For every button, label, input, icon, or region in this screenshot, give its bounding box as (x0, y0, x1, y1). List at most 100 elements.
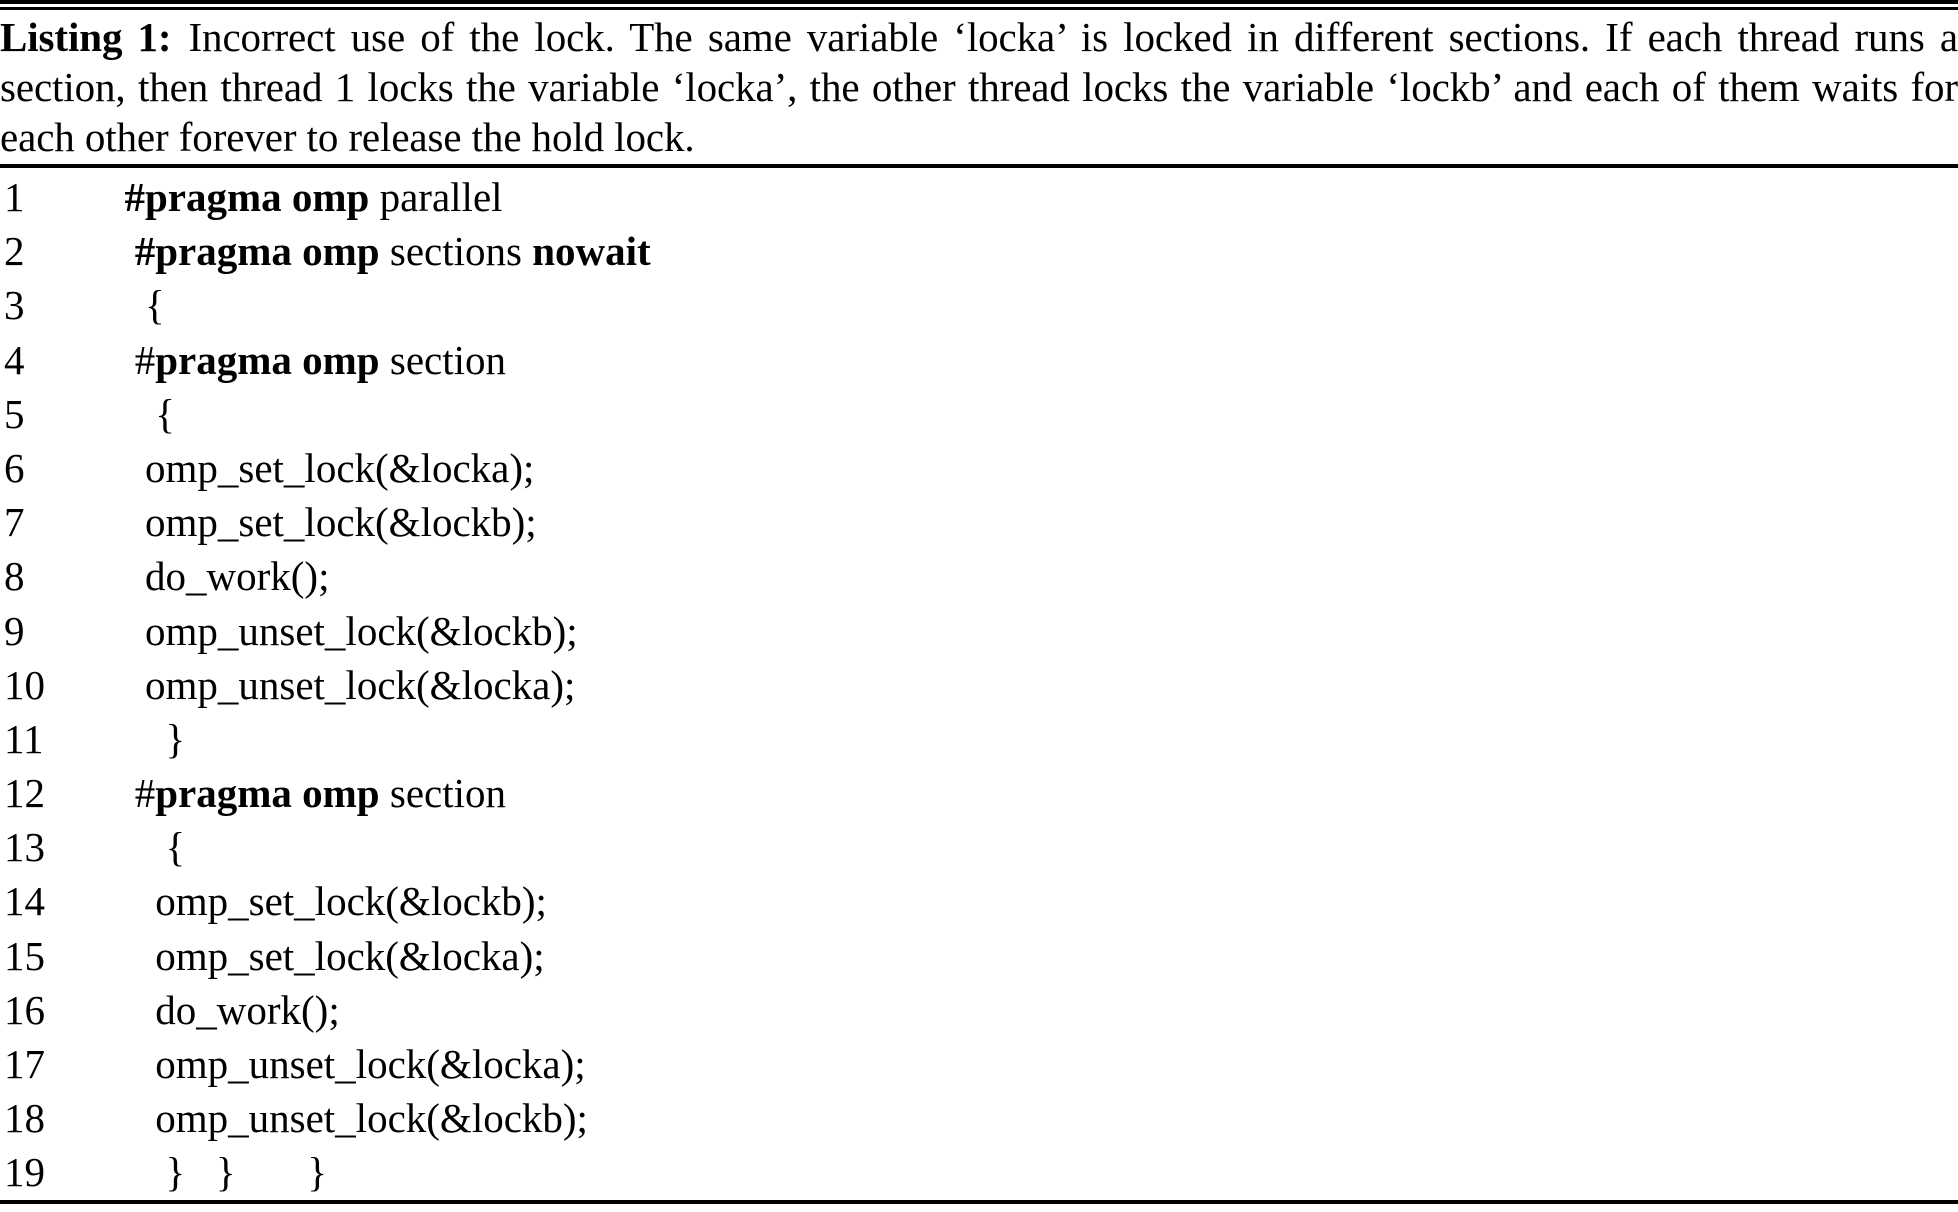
code-line: 9 omp_unset_lock(&lockb); (0, 604, 1958, 658)
bottom-rule (0, 1200, 1958, 1204)
code-line-text: omp_unset_lock(&lockb); (104, 1091, 588, 1145)
code-line-text: do_work(); (104, 983, 340, 1037)
code-token: omp_set_lock(&lockb); (145, 499, 537, 546)
code-line-number: 1 (4, 174, 25, 220)
code-line-text: omp_unset_lock(&lockb); (104, 604, 578, 658)
code-token: parallel (369, 174, 503, 220)
code-token: } (165, 715, 186, 762)
code-line: 16 do_work(); (0, 983, 1958, 1037)
code-line-text: omp_set_lock(&lockb); (104, 495, 537, 549)
code-line-number: 10 (4, 661, 45, 708)
code-line-text: { (104, 278, 165, 332)
code-line-number: 11 (4, 715, 44, 762)
code-line-text: { (104, 820, 186, 874)
code-line: 5 { (0, 387, 1958, 441)
code-keyword: #pragma omp (134, 228, 380, 275)
code-indent (104, 337, 135, 383)
code-line-number: 16 (4, 986, 45, 1033)
listing-label: Listing 1: (0, 14, 172, 60)
code-token: # (134, 336, 156, 383)
code-line: 3 { (0, 278, 1958, 332)
code-token: omp_unset_lock(&lockb); (155, 1095, 588, 1142)
code-line-text: #pragma omp parallel (104, 170, 503, 224)
code-line-number: 6 (4, 444, 25, 491)
top-rule-thin (0, 7, 1958, 10)
code-indent (104, 987, 155, 1033)
code-line-text: omp_set_lock(&locka); (104, 929, 545, 983)
code-indent (104, 662, 145, 708)
code-line: 1 #pragma omp parallel (0, 170, 1958, 224)
code-indent (104, 445, 145, 491)
code-token: section (379, 770, 506, 817)
code-token: omp_set_lock(&locka); (155, 932, 545, 979)
code-line: 8 do_work(); (0, 549, 1958, 603)
code-line: 13 { (0, 820, 1958, 874)
top-rule-thick (0, 0, 1958, 4)
code-line: 2 #pragma omp sections nowait (0, 224, 1958, 278)
code-indent (104, 1149, 166, 1195)
code-keyword: pragma omp (155, 336, 380, 383)
code-line: 10 omp_unset_lock(&locka); (0, 658, 1958, 712)
code-line: 4 #pragma omp section (0, 333, 1958, 387)
code-token: omp_set_lock(&lockb); (155, 878, 547, 925)
code-token: { (165, 824, 186, 871)
code-indent (104, 282, 145, 328)
code-token: sections (379, 228, 533, 275)
code-line-text: omp_set_lock(&lockb); (104, 874, 547, 928)
code-line-number: 13 (4, 824, 45, 871)
code-indent (104, 608, 145, 654)
code-line: 6 omp_set_lock(&locka); (0, 441, 1958, 495)
code-line-number: 15 (4, 932, 45, 979)
code-line-text: #pragma omp section (104, 333, 506, 387)
code-line: 17 omp_unset_lock(&locka); (0, 1037, 1958, 1091)
code-line-text: #pragma omp sections nowait (104, 224, 651, 278)
code-indent (104, 553, 145, 599)
code-line-number: 2 (4, 228, 25, 275)
code-line-text: omp_set_lock(&locka); (104, 441, 534, 495)
code-token: omp_set_lock(&locka); (145, 444, 535, 491)
code-line: 12 #pragma omp section (0, 766, 1958, 820)
code-keyword: pragma omp (155, 770, 380, 817)
code-line-number: 7 (4, 499, 25, 546)
code-indent (104, 499, 145, 545)
code-indent (104, 824, 166, 870)
code-token: do_work(); (155, 986, 340, 1033)
code-token: { (145, 282, 165, 329)
code-indent (104, 878, 155, 924)
code-line-number: 18 (4, 1095, 45, 1142)
code-keyword: nowait (532, 228, 651, 275)
code-line-number: 8 (4, 553, 25, 600)
code-indent (104, 770, 135, 816)
code-line-number: 19 (4, 1149, 45, 1196)
code-line: 19 } } } (0, 1145, 1958, 1199)
listing-caption: Listing 1:Incorrect use of the lock. The… (0, 12, 1958, 162)
code-token: omp_unset_lock(&locka); (155, 1041, 586, 1087)
code-line-text: { (104, 387, 175, 441)
code-line-number: 12 (4, 770, 45, 817)
code-keyword: #pragma omp (124, 174, 370, 220)
code-token: section (379, 336, 506, 383)
code-line: 7 omp_set_lock(&lockb); (0, 495, 1958, 549)
code-line: 11 } (0, 712, 1958, 766)
code-line-text: } } } (104, 1145, 328, 1199)
code-indent (104, 933, 155, 979)
code-line: 15 omp_set_lock(&locka); (0, 929, 1958, 983)
code-indent (104, 174, 125, 220)
code-line-text: do_work(); (104, 549, 329, 603)
code-line-number: 5 (4, 390, 25, 437)
code-indent (104, 391, 155, 437)
code-line-number: 14 (4, 878, 45, 925)
code-indent (104, 1095, 155, 1141)
code-line: 18 omp_unset_lock(&lockb); (0, 1091, 1958, 1145)
code-line-number: 17 (4, 1041, 45, 1087)
code-token: omp_unset_lock(&lockb); (145, 607, 578, 654)
code-token: { (155, 390, 175, 437)
code-token: do_work(); (145, 553, 330, 600)
code-line-text: #pragma omp section (104, 766, 506, 820)
code-token: omp_unset_lock(&locka); (145, 661, 576, 708)
code-line-text: } (104, 712, 186, 766)
code-token: } } } (165, 1149, 328, 1196)
code-indent (104, 1041, 155, 1087)
